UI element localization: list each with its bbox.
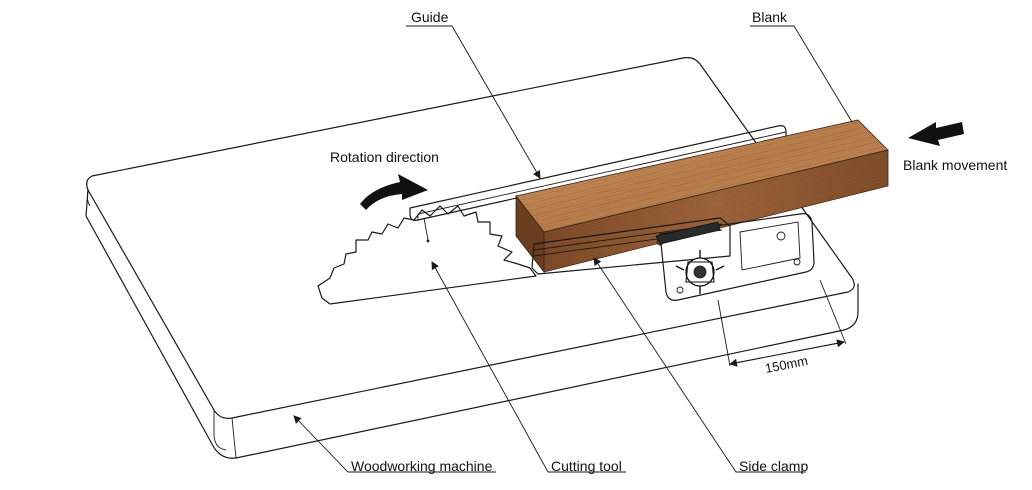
label-side-clamp: Side clamp <box>739 458 808 474</box>
label-guide: Guide <box>411 9 449 25</box>
label-blank-movement: Blank movement <box>903 157 1007 173</box>
label-woodworking-machine: Woodworking machine <box>351 458 493 474</box>
dimension-150mm: 150mm <box>717 279 847 376</box>
blank-wood-block <box>515 119 889 274</box>
label-blank: Blank <box>752 9 788 25</box>
woodworking-machine-table <box>85 57 859 459</box>
leader-lines <box>293 25 853 473</box>
rotation-direction-arrow-icon <box>360 174 428 210</box>
clamp-knob-icon <box>675 250 725 294</box>
blank-movement-arrow-icon <box>908 122 964 146</box>
label-rotation-direction: Rotation direction <box>330 149 439 165</box>
label-cutting-tool: Cutting tool <box>551 458 622 474</box>
svg-text:150mm: 150mm <box>764 353 809 376</box>
side-clamp-body <box>655 213 815 301</box>
dimension-value: 150 <box>764 357 788 376</box>
dimension-unit: mm <box>785 353 809 372</box>
cutting-tool-blade <box>317 205 537 305</box>
